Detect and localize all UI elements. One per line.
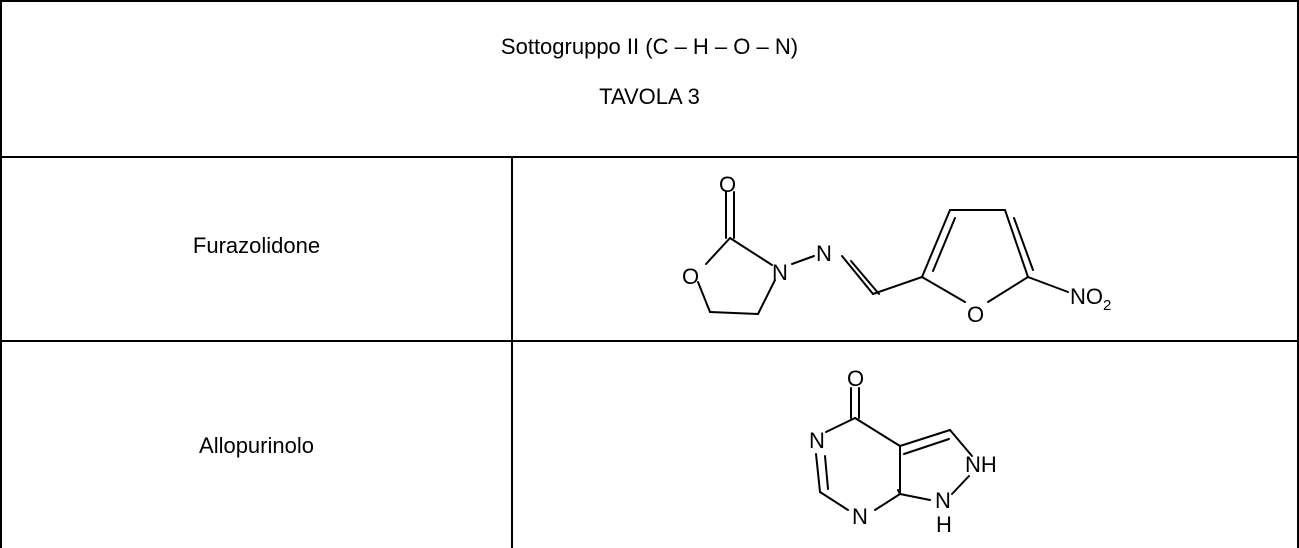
table-column-divider: [511, 156, 513, 548]
furazolidone-atom-n-ring: N: [772, 260, 788, 285]
allopurinolo-atom-n3: N: [935, 488, 951, 513]
compound-name-furazolidone: Furazolidone: [192, 233, 321, 258]
table-right-border: [1297, 156, 1299, 548]
furazolidone-atom-n-imine: N: [816, 241, 832, 266]
allopurinolo-atom-n1: N: [809, 428, 825, 453]
table-left-border: [0, 156, 2, 548]
allopurinolo-atom-n-bottom: N: [852, 504, 868, 529]
table-header-cell: Sottogruppo II (C – H – O – N) TAVOLA 3: [0, 0, 1299, 158]
table-title: Sottogruppo II (C – H – O – N): [500, 34, 799, 59]
allopurinolo-atom-h-bottom: H: [936, 512, 952, 537]
furazolidone-atom-o-ring: O: [682, 264, 699, 289]
furazolidone-structure: O O N N O NO2: [682, 172, 1111, 327]
furazolidone-atom-o-furan: O: [967, 302, 984, 327]
furazolidone-atom-o-carbonyl: O: [719, 172, 736, 197]
allopurinolo-atom-o-carbonyl: O: [847, 366, 864, 391]
compound-name-allopurinolo: Allopurinolo: [199, 433, 314, 458]
furazolidone-nitro-group: NO2: [1070, 284, 1111, 314]
table-row-divider: [0, 340, 1299, 342]
table-subtitle: TAVOLA 3: [599, 84, 700, 109]
allopurinolo-structure: O N N NH N H: [809, 366, 997, 537]
allopurinolo-atom-nh: NH: [965, 452, 997, 477]
